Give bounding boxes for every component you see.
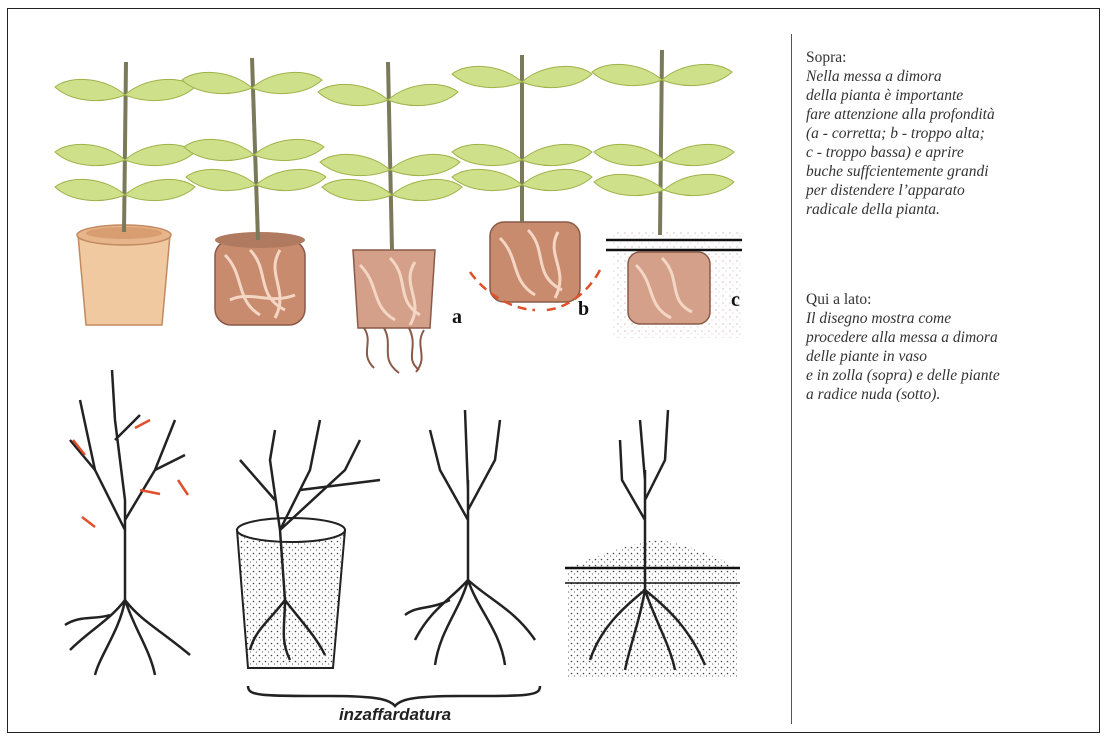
plant-root-ball — [182, 58, 326, 325]
planted-tree-soil — [565, 410, 740, 678]
caption-top-text: Nella messa a dimora della pianta è impo… — [806, 67, 1086, 219]
bare-root-tree — [405, 410, 535, 665]
label-a: a — [452, 306, 462, 329]
plant-in-pot — [55, 62, 195, 325]
label-c: c — [731, 289, 740, 312]
caption-side: Qui a lato: Il disegno mostra come proce… — [806, 290, 1086, 404]
inzaffardatura-label: inzaffardatura — [330, 705, 460, 725]
caption-top: Sopra: Nella messa a dimora della pianta… — [806, 48, 1086, 219]
brace — [248, 686, 540, 706]
caption-top-heading: Sopra: — [806, 48, 1086, 67]
caption-side-heading: Qui a lato: — [806, 290, 1086, 309]
plant-b-too-high — [452, 55, 600, 310]
caption-side-text: Il disegno mostra come procedere alla me… — [806, 309, 1086, 404]
bare-root-pruned-tree — [65, 370, 190, 675]
plant-c-too-low — [592, 50, 742, 338]
plant-a-correct — [318, 62, 462, 373]
label-b: b — [578, 298, 589, 321]
column-divider — [791, 34, 792, 724]
bare-root-in-bucket — [237, 420, 380, 668]
